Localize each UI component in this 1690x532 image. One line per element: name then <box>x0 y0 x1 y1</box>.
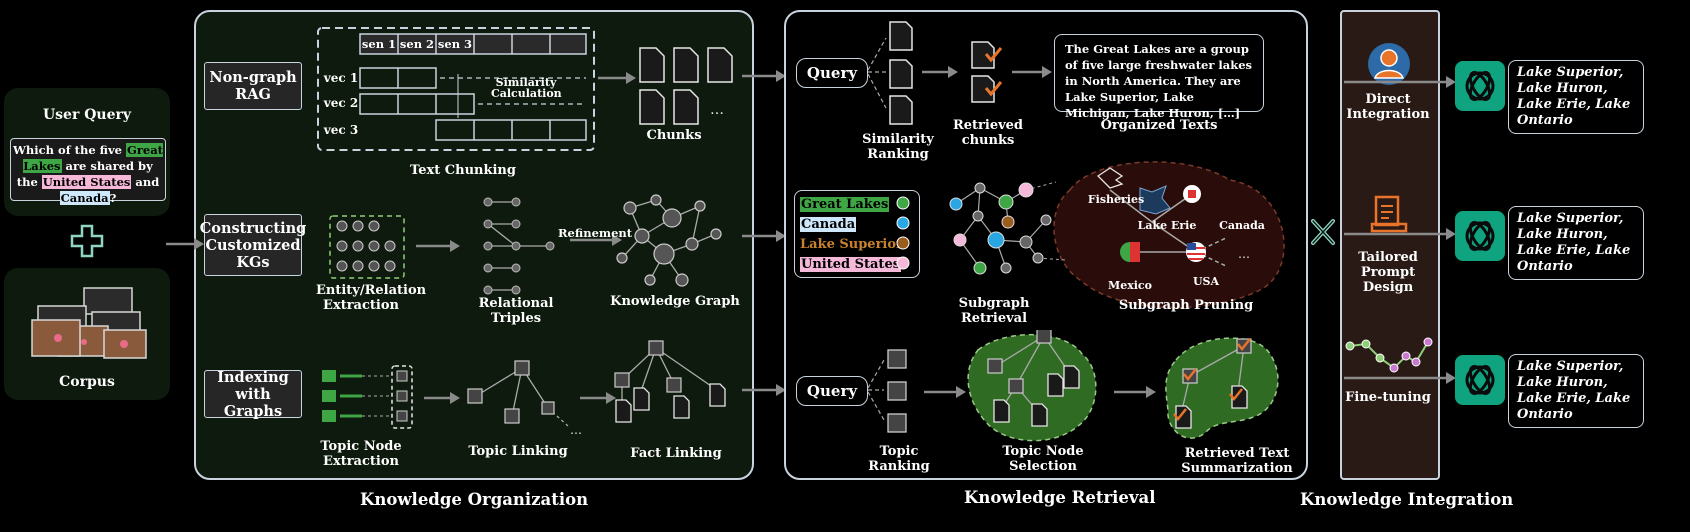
method-non-graph-rag: Non-graph RAG <box>204 62 302 110</box>
method-customized-kgs: Constructing Customized KGs <box>200 214 306 276</box>
pruning-node-canada: Canada <box>1219 219 1265 232</box>
knowledge-integration-title: Knowledge Integration <box>1300 490 1514 509</box>
query-text-2: are shared by the <box>16 159 153 189</box>
vector-2: vec 2 <box>323 96 359 110</box>
pruning-node-lake-erie: Lake Erie <box>1137 219 1197 232</box>
entity-lake-superior: Lake Superior <box>800 237 903 252</box>
integration-finetune-label: Fine-tuning <box>1345 390 1431 405</box>
topic-ranking-label: Topic Ranking <box>868 444 930 474</box>
relational-triples-label: Relational Triples <box>478 296 554 326</box>
text-chunking-label: Text Chunking <box>410 163 516 178</box>
integration-prompt-label: Tailored Prompt Design <box>1358 250 1418 295</box>
query-text-1: Which of the five <box>13 143 127 157</box>
user-query-title: User Query <box>42 107 132 123</box>
svg-text:…: … <box>1238 247 1250 261</box>
knowledge-integration-panel <box>1340 10 1440 480</box>
query-node-top: Query <box>796 58 868 88</box>
topic-node-selection-label: Topic Node Selection <box>1002 444 1084 474</box>
flow-arrows <box>166 70 786 396</box>
entity-color-dots <box>896 196 910 270</box>
corpus-label: Corpus <box>59 374 115 390</box>
topic-node-extraction-label: Topic Node Extraction <box>320 439 402 469</box>
method-indexing-with-graphs: Indexing with Graphs <box>204 369 302 420</box>
svg-text:…: … <box>710 102 724 118</box>
entity-great-lakes: Great Lakes <box>800 197 890 212</box>
subgraph-diagram: … <box>949 161 1285 309</box>
cross-icon <box>1311 219 1335 245</box>
retrieved-chunks-label: Retrieved chunks <box>952 118 1024 148</box>
plus-icon <box>70 224 104 258</box>
subgraph-pruning-label: Subgraph Pruning <box>1118 298 1254 313</box>
integration-output-direct: Lake Superior, Lake Huron, Lake Erie, La… <box>1508 60 1644 134</box>
integration-output-prompt: Lake Superior, Lake Huron, Lake Erie, La… <box>1508 206 1644 280</box>
organized-text-box: The Great Lakes are a group of five larg… <box>1054 34 1264 120</box>
svg-text:…: … <box>892 131 904 145</box>
integration-direct-label: Direct Integration <box>1346 92 1430 122</box>
fine-tuning-curve-icon <box>1345 337 1433 373</box>
entity-relation-extraction-label: Entity/Relation Extraction <box>316 283 427 313</box>
query-text-4: ? <box>109 191 117 205</box>
entity-united-states: United States <box>800 257 902 272</box>
pruning-node-usa: USA <box>1192 275 1220 288</box>
knowledge-organization-title: Knowledge Organization <box>360 490 589 509</box>
sentence-2: sen 2 <box>399 37 435 51</box>
sentence-3: sen 3 <box>437 37 473 51</box>
sentence-1: sen 1 <box>361 37 397 51</box>
vector-3: vec 3 <box>323 123 359 137</box>
query-highlight-united-states: United States <box>41 175 132 189</box>
llm-logo-icon <box>1455 355 1505 405</box>
organized-texts-label: Organized Texts <box>1100 118 1218 133</box>
pruning-node-fisheries: Fisheries <box>1087 193 1145 206</box>
pruning-node-mexico: Mexico <box>1108 279 1152 292</box>
similarity-calculation-label: Similarity Calculation <box>491 76 562 100</box>
prompt-document-icon <box>1370 195 1408 233</box>
similarity-ranking-diagram: … <box>867 21 1052 145</box>
llm-logo-icon <box>1455 211 1505 261</box>
graph-indexing-diagram: … <box>322 340 726 434</box>
kg-construction-diagram <box>329 194 722 295</box>
knowledge-retrieval-title: Knowledge Retrieval <box>964 488 1156 507</box>
corpus-icon <box>31 287 147 359</box>
query-text-3: and <box>131 175 160 189</box>
refinement-label: Refinement <box>558 226 633 240</box>
similarity-ranking-label: Similarity Ranking <box>862 132 934 162</box>
subgraph-retrieval-label: Subgraph Retrieval <box>958 296 1030 326</box>
svg-text:…: … <box>570 423 582 434</box>
vector-1: vec 1 <box>323 71 359 85</box>
user-query-box: Which of the five Great Lakes are shared… <box>10 138 166 205</box>
user-avatar-icon <box>1368 43 1410 85</box>
topic-linking-label: Topic Linking <box>468 444 568 459</box>
integration-arrows <box>1344 76 1456 384</box>
knowledge-graph-label: Knowledge Graph <box>610 294 740 309</box>
entity-canada: Canada <box>800 217 857 232</box>
fact-linking-label: Fact Linking <box>630 446 722 461</box>
chunks-label: Chunks <box>646 128 702 143</box>
text-chunking-diagram: … <box>317 27 733 151</box>
query-node-bottom: Query <box>796 376 868 406</box>
query-highlight-canada: Canada <box>59 191 110 205</box>
llm-logo-icon <box>1455 61 1505 111</box>
integration-output-finetune: Lake Superior, Lake Huron, Lake Erie, La… <box>1508 354 1644 428</box>
retrieved-summarization-label: Retrieved Text Summarization <box>1181 446 1293 476</box>
topic-retrieval-diagram <box>867 330 1279 442</box>
